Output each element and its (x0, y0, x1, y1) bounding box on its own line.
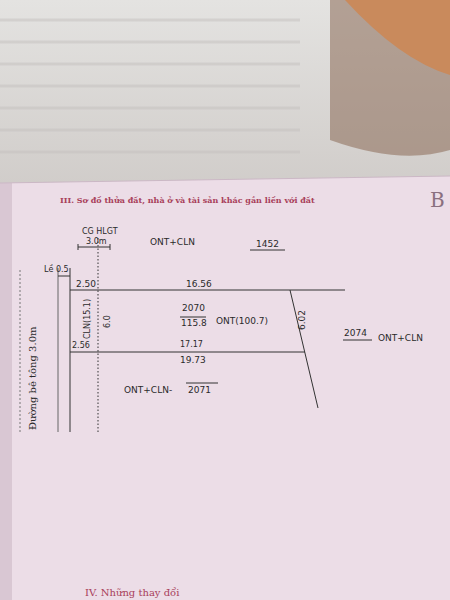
section-heading: IV. Những thay đổi (85, 588, 179, 598)
hlgt-tick (78, 244, 79, 250)
land-use: ONT+CLN (378, 334, 423, 343)
dimension: 6.0 (104, 315, 112, 328)
fraction-line (180, 317, 206, 318)
land-use: CLN(15.1) (84, 299, 92, 339)
dimension: 2.50 (76, 280, 96, 289)
parcel-number-underline (343, 340, 372, 341)
land-use: ONT(100.7) (216, 317, 268, 326)
margin-note: Lề 0.5 (44, 266, 69, 274)
window-backdrop (0, 0, 450, 200)
page-edge (0, 183, 12, 600)
road-edge (70, 268, 71, 432)
parcel-number: 2071 (188, 386, 211, 395)
logo-letter: B (430, 190, 445, 210)
parcel-area: 115.8 (181, 319, 207, 328)
hlgt-tick (110, 244, 111, 250)
road-name: Đường bê tông 3.0m (28, 327, 38, 431)
parcel-east-boundary (290, 290, 318, 408)
parcel-number: 2074 (344, 329, 367, 338)
setback-note: CG HLGT (82, 228, 118, 236)
parcel-number: 1452 (256, 240, 279, 249)
page-top-edge (0, 176, 450, 183)
parcel-south-boundary (70, 352, 305, 353)
land-parcel: 2070 115.8 ONT(100.7) (150, 296, 280, 346)
road-margin (58, 268, 59, 432)
road-far-edge (20, 270, 21, 432)
hlgt-bracket (78, 247, 110, 248)
parcel-number-overline (186, 383, 218, 384)
protection-line (98, 238, 99, 432)
dimension: 16.56 (186, 280, 212, 289)
margin-bracket (58, 276, 70, 277)
section-heading: III. Sơ đồ thửa đất, nhà ở và tài sản kh… (60, 196, 315, 204)
dimension: 2.56 (72, 342, 90, 350)
table-edge (330, 0, 450, 156)
dimension: 3.0m (86, 238, 107, 246)
land-use: ONT+CLN- (124, 386, 172, 395)
dimension: 6.02 (298, 310, 307, 330)
land-use: ONT+CLN (150, 238, 195, 247)
parcel-north-boundary (70, 290, 345, 291)
parcel-number: 2070 (182, 304, 205, 313)
bowl (345, 0, 450, 75)
certificate-page (0, 176, 450, 600)
dimension: 17.17 (180, 341, 203, 349)
parcel-number-underline (250, 250, 285, 251)
dimension: 19.73 (180, 356, 206, 365)
blinds (0, 0, 300, 170)
